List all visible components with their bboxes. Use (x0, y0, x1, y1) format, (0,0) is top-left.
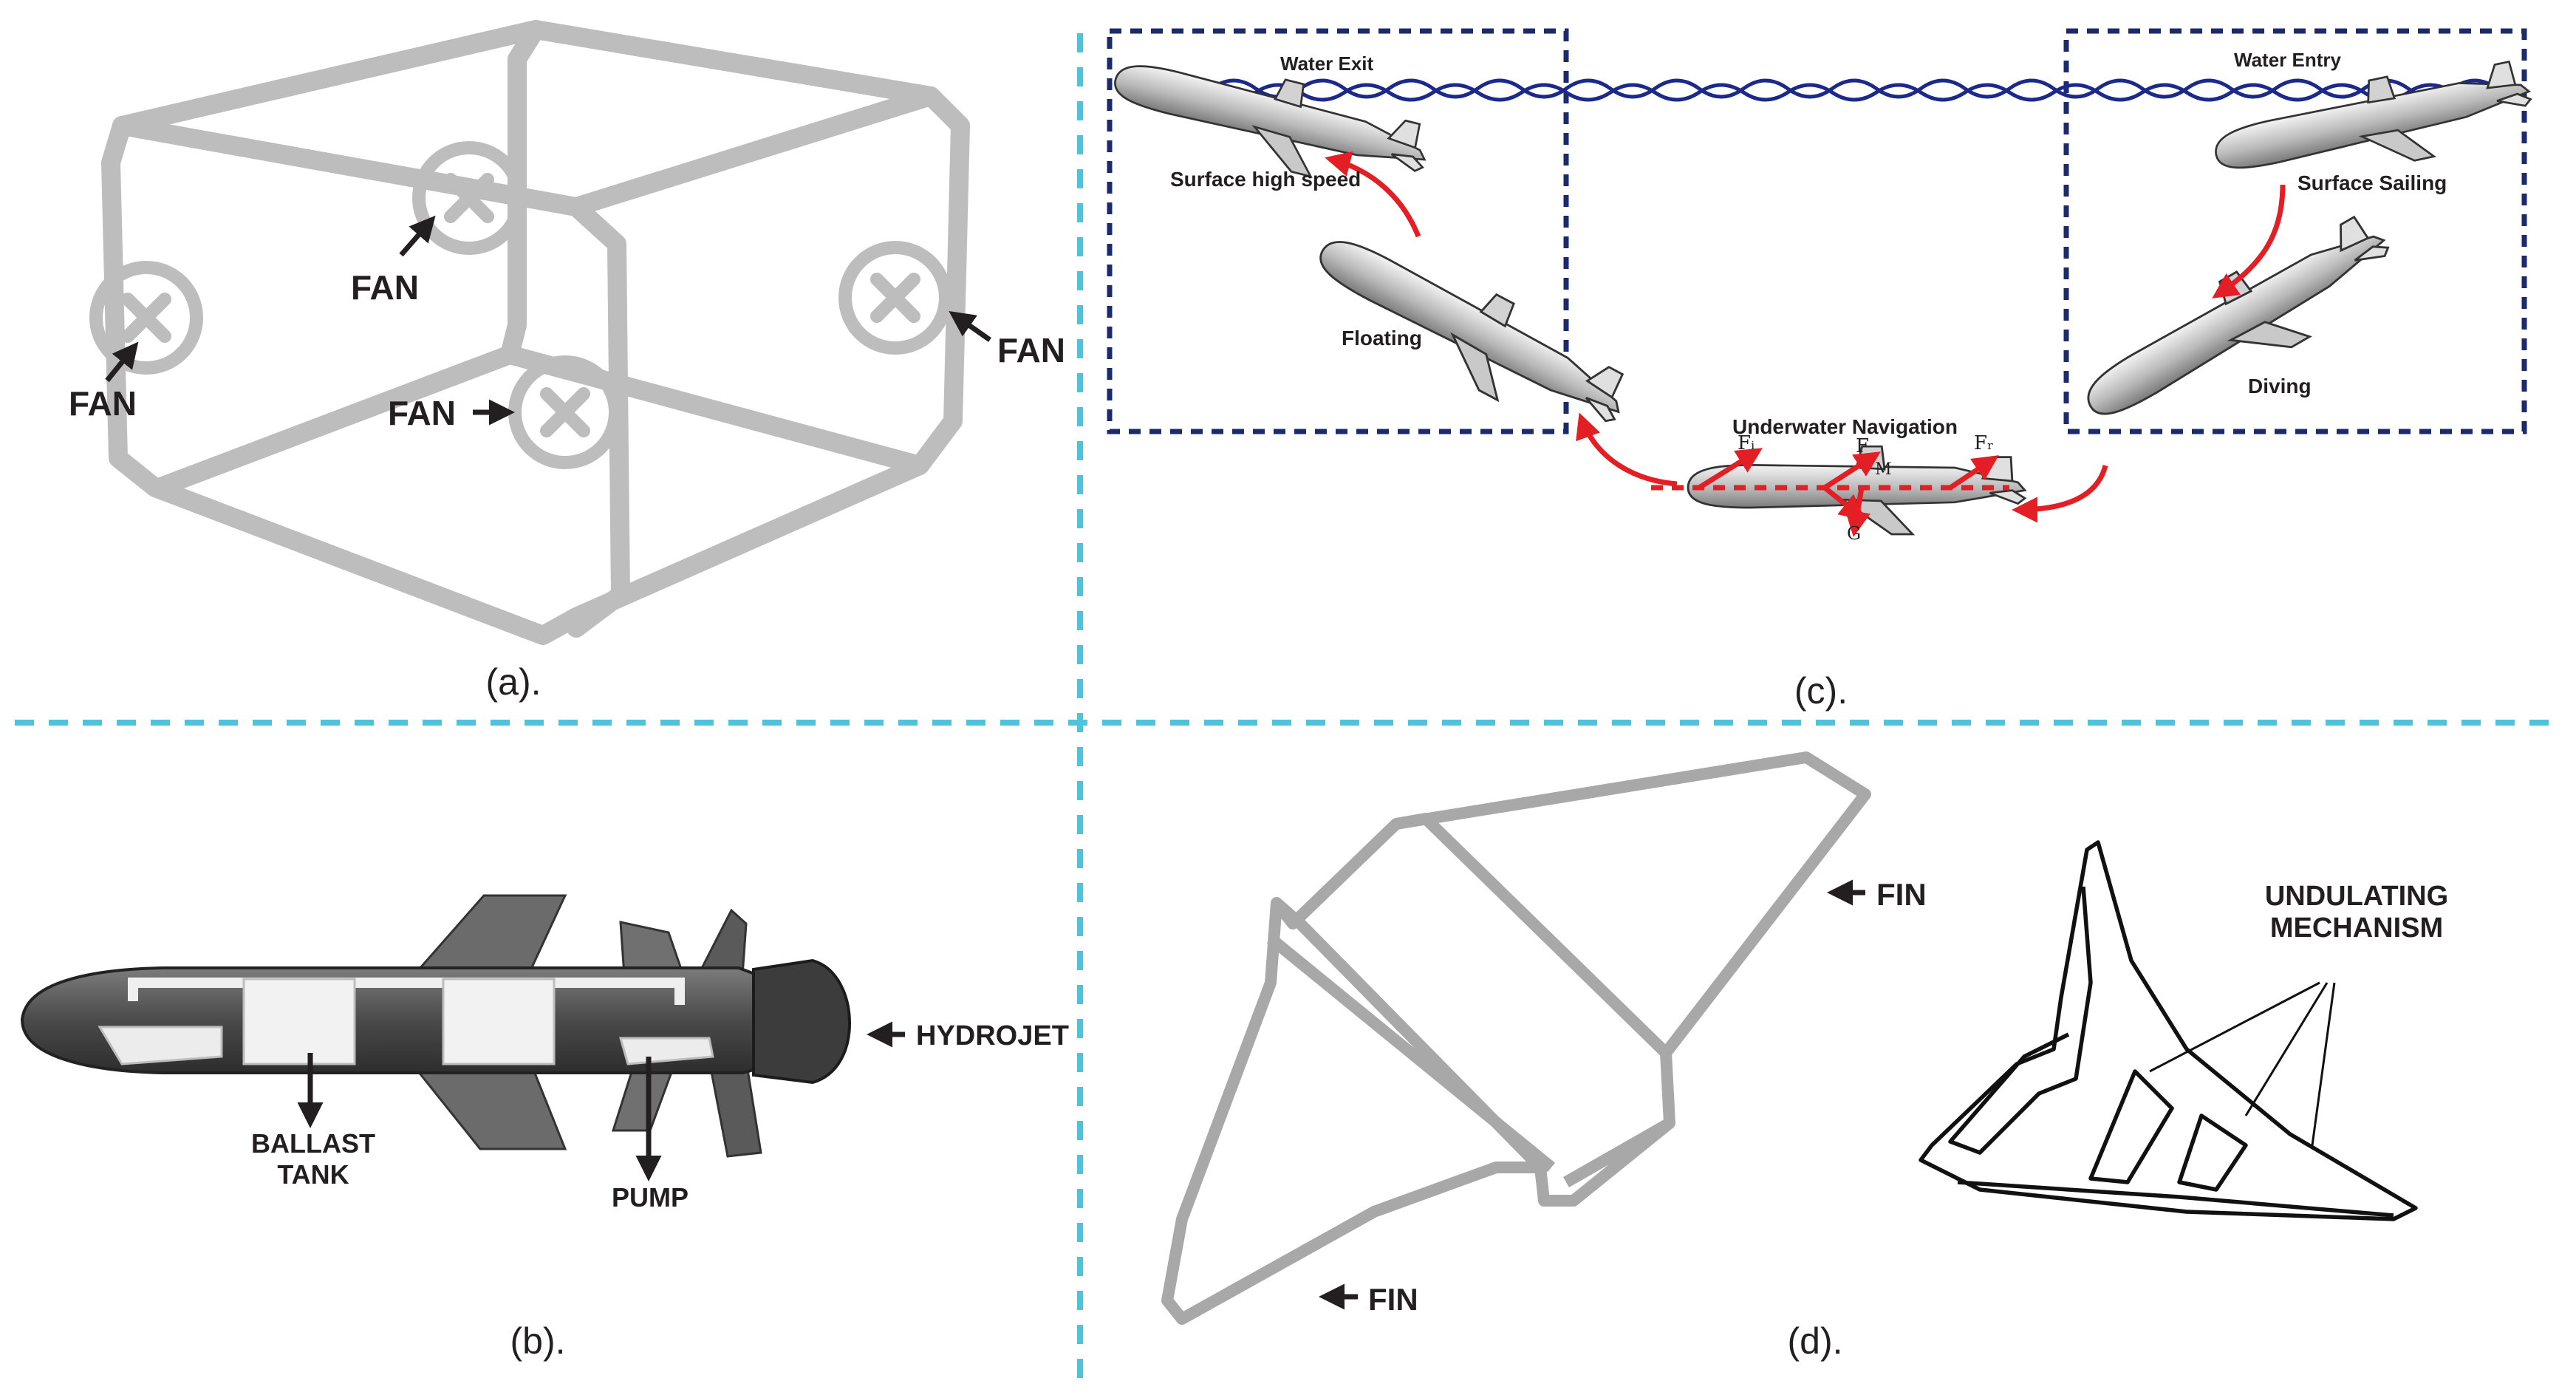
label-undulating: UNDULATING (2265, 881, 2448, 912)
label-pump: PUMP (612, 1182, 689, 1212)
ballast-tank (442, 978, 556, 1065)
force-label: Fᵣ (1974, 432, 1994, 454)
panel-a-cube-drone: FAN FAN FAN FAN (a). (69, 20, 1065, 703)
arrow-icon (949, 310, 992, 342)
label-water-exit: Water Exit (1280, 52, 1374, 75)
label-diving: Diving (2248, 375, 2312, 398)
fan-icon (838, 241, 952, 355)
hydrojet-nozzle (752, 958, 852, 1085)
caption-a: (a). (486, 661, 541, 703)
pump-unit (619, 1037, 714, 1065)
label-water-entry: Water Entry (2234, 49, 2341, 71)
water-surface-wave (1121, 78, 2498, 99)
upper-front-fin (411, 894, 567, 977)
force-arrow (1949, 455, 1999, 490)
fan-label: FAN (69, 384, 137, 423)
label-ballast: BALLAST (251, 1128, 375, 1159)
pointer-line (2149, 981, 2320, 1073)
panel-b-hydrojet-auv: HYDROJET BALLAST TANK PUMP (b). (20, 894, 1069, 1362)
manta-outline (1161, 751, 1871, 1325)
ballast-tank (242, 978, 356, 1065)
fan-icon (89, 261, 203, 375)
front-chamber (98, 1026, 223, 1065)
label-underwater-navigation: Underwater Navigation (1732, 415, 1958, 438)
force-label: M (1875, 460, 1892, 479)
caption-b: (b). (510, 1320, 566, 1362)
label-surface-high-speed: Surface high speed (1170, 168, 1361, 191)
panel-d-manta-robot: FIN FIN UNDULATING MECHANISM (d). (1161, 751, 2448, 1362)
arrow-icon (399, 215, 436, 257)
label-floating: Floating (1342, 327, 1422, 349)
label-fin-bottom: FIN (1368, 1282, 1418, 1317)
transition-arrow (2212, 184, 2286, 299)
fan-label: FAN (351, 268, 419, 307)
caption-c: (c). (1794, 670, 1848, 712)
label-mechanism: MECHANISM (2270, 913, 2443, 944)
force-label: F (1856, 435, 1869, 457)
force-arrow (1845, 487, 1870, 537)
force-arrow (1698, 448, 1763, 490)
label-fin-top: FIN (1876, 877, 1927, 912)
cube-frame (101, 20, 970, 645)
water-entry-box (2063, 28, 2527, 434)
label-surface-sailing: Surface Sailing (2297, 171, 2447, 194)
water-surface-wave-2 (1121, 83, 2498, 102)
fan-label: FAN (997, 331, 1065, 369)
label-hydrojet: HYDROJET (916, 1020, 1069, 1051)
arrow-icon (105, 341, 139, 383)
force-label: Fᵢ (1738, 432, 1755, 454)
label-tank: TANK (277, 1159, 349, 1190)
undulating-mechanism (1919, 840, 2418, 1221)
internal-pipe (128, 978, 685, 1005)
force-arrow (1823, 451, 1881, 490)
caption-d: (d). (1788, 1320, 1843, 1362)
water-exit-box (1107, 28, 1569, 434)
fan-icon (412, 141, 526, 255)
transition-arrow (2012, 465, 2108, 523)
auv-diving (2068, 199, 2408, 451)
fan-icon (508, 355, 622, 469)
pointer-line (2244, 982, 2329, 1116)
upper-rear-fin-2 (696, 908, 748, 977)
force-label: G (1847, 523, 1861, 544)
pointer-line (2311, 982, 2336, 1146)
transition-arrow (1325, 151, 1421, 238)
panel-c-auv-modes: Fᵢ F M Fᵣ G Water Exit Water Entry Surfa… (1103, 28, 2540, 712)
fan-label: FAN (388, 394, 456, 432)
transition-arrow (1576, 412, 1678, 487)
